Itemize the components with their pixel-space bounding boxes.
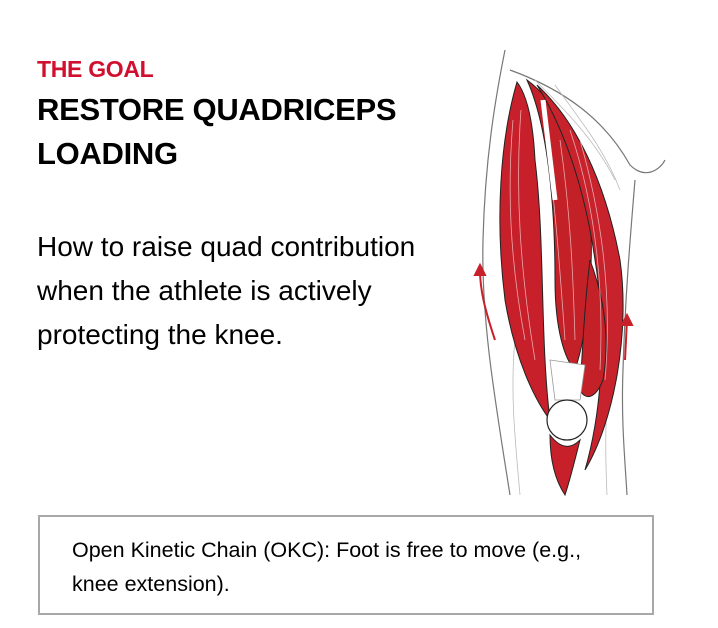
page-title: RESTORE QUADRICEPS LOADING [37,92,397,171]
eyebrow-label: THE GOAL [37,56,154,82]
okc-definition-box: Open Kinetic Chain (OKC): Foot is free t… [38,515,654,615]
description-text: How to raise quad contribution when the … [37,231,416,350]
okc-definition-text: Open Kinetic Chain (OKC): Foot is free t… [72,538,582,596]
quadriceps-anatomy-illustration [455,40,685,500]
